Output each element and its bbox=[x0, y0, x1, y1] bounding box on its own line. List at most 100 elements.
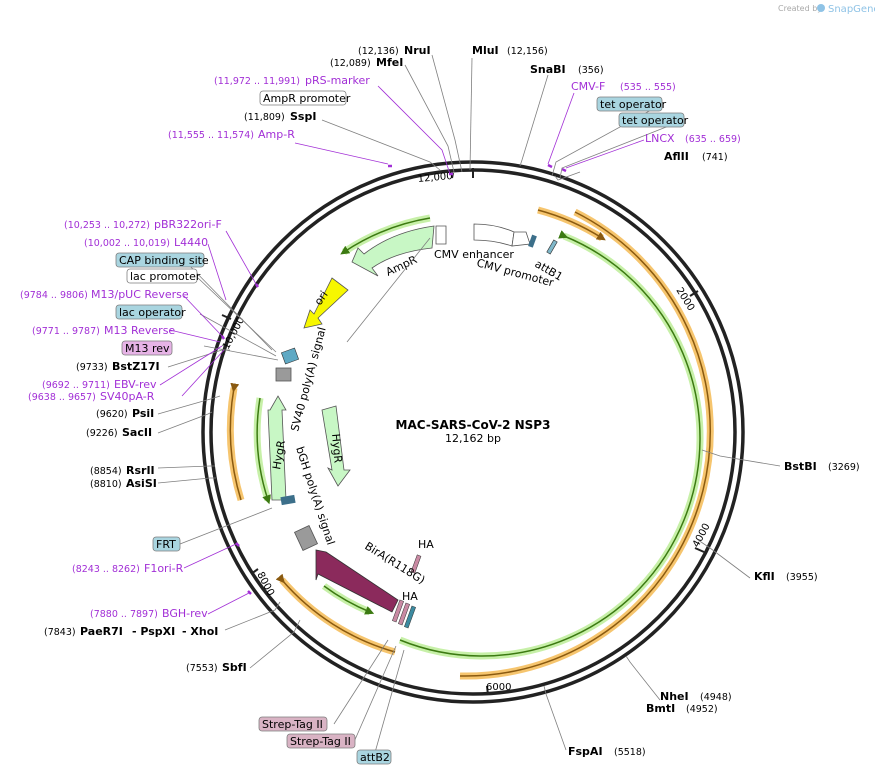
snapgene-brand: SnapGene bbox=[828, 4, 875, 15]
primer-pbr322ori-f: pBR322ori-F bbox=[154, 218, 222, 231]
ha-block-2 bbox=[398, 602, 410, 626]
ampr-promoter-block bbox=[435, 225, 447, 245]
enzyme-pos-bstbi: (3269) bbox=[828, 462, 860, 473]
cmv-enhancer-block bbox=[473, 223, 515, 247]
enzyme-nrui: NruI bbox=[404, 44, 431, 57]
enzyme-xhoi: - XhoI bbox=[182, 625, 218, 638]
snapgene-logo-icon bbox=[817, 4, 825, 12]
box-attb2: attB2 bbox=[360, 751, 390, 764]
created-by-label: Created by bbox=[778, 4, 822, 13]
enzyme-pos-nhei: (4948) bbox=[700, 692, 732, 703]
primer-pos-amp-r: (11,555 .. 11,574) bbox=[168, 130, 254, 141]
ha-block-3 bbox=[410, 554, 422, 574]
enzyme-bmti: BmtI bbox=[646, 702, 675, 715]
enzyme-kfli: KflI bbox=[754, 570, 775, 583]
box-cap-binding-site: CAP binding site bbox=[119, 254, 209, 267]
enzyme-nhei: NheI bbox=[660, 690, 689, 703]
enzyme-pspxi: - PspXI bbox=[132, 625, 175, 638]
enzyme-sbfi: SbfI bbox=[222, 661, 247, 674]
box-strep-tag-2: Strep-Tag II bbox=[290, 735, 351, 748]
ha-block-1 bbox=[392, 599, 404, 623]
enzyme-snabi: SnaBI bbox=[530, 63, 566, 76]
enzyme-psii: PsiI bbox=[132, 407, 154, 420]
primer-pos-f1ori-r: (8243 .. 8262) bbox=[72, 564, 140, 575]
orf-arcs bbox=[226, 206, 714, 680]
enzyme-pos-kfli: (3955) bbox=[786, 572, 818, 583]
box-frt: FRT bbox=[156, 538, 176, 551]
bgh-block bbox=[293, 525, 319, 551]
primer-pos-bgh-rev: (7880 .. 7897) bbox=[90, 609, 158, 620]
box-strep-tag-1: Strep-Tag II bbox=[262, 718, 323, 731]
primer-m13-reverse: M13 Reverse bbox=[104, 324, 175, 337]
feature-hygr-1: HygR bbox=[270, 439, 288, 471]
enzyme-sspi: SspI bbox=[290, 110, 316, 123]
enzyme-pos-psii: (9620) bbox=[96, 409, 128, 420]
enzyme-asisi: AsiSI bbox=[126, 477, 157, 490]
enzyme-mlui: MluI bbox=[472, 44, 499, 57]
enzyme-paer7i: PaeR7I bbox=[80, 625, 123, 638]
feature-ha-1: HA bbox=[418, 538, 434, 551]
enzyme-pos-snabi: (356) bbox=[578, 65, 604, 76]
enzyme-sacii: SacII bbox=[122, 426, 152, 439]
primer-pos-prs-marker: (11,972 .. 11,991) bbox=[214, 76, 300, 87]
attb2-block bbox=[404, 605, 416, 629]
feature-ha-2: HA bbox=[402, 590, 418, 603]
enzyme-pos-aflii: (741) bbox=[702, 152, 728, 163]
feature-cmv-enhancer: CMV enhancer bbox=[434, 248, 514, 261]
feature-hygr-2: HygR bbox=[329, 433, 345, 464]
bira-arrow bbox=[315, 549, 399, 613]
enzyme-pos-sacii: (9226) bbox=[86, 428, 118, 439]
enzyme-pos-fspai: (5518) bbox=[614, 747, 646, 758]
attb1-block bbox=[528, 234, 537, 248]
enzyme-pos-sbfi: (7553) bbox=[186, 663, 218, 674]
enzyme-pos-mlui: (12,156) bbox=[507, 46, 548, 57]
enzyme-mfei: MfeI bbox=[376, 56, 403, 69]
ampr-arrow bbox=[351, 225, 435, 277]
enzyme-pos-nrui: (12,136) bbox=[358, 46, 399, 57]
tick-marks bbox=[221, 168, 705, 696]
enzyme-bstz17i: BstZ17I bbox=[112, 360, 160, 373]
primer-m13puc-reverse: M13/pUC Reverse bbox=[91, 288, 189, 301]
primer-l4440: L4440 bbox=[174, 236, 208, 249]
ori-arrow bbox=[303, 277, 349, 329]
inner-feature-shapes bbox=[267, 223, 558, 629]
enzyme-pos-bstz17i: (9733) bbox=[76, 362, 108, 373]
hygr-arrow-right bbox=[321, 405, 351, 487]
enzyme-pos-mfei: (12,089) bbox=[330, 58, 371, 69]
enzyme-rsrii: RsrII bbox=[126, 464, 155, 477]
primer-pos-lncx: (635 .. 659) bbox=[685, 134, 741, 145]
plasmid-size: 12,162 bp bbox=[445, 432, 501, 445]
boxed-feature-labels: AmpR promoter tet operator tet operator … bbox=[115, 90, 689, 765]
enzyme-pos-sspi: (11,809) bbox=[244, 112, 285, 123]
primer-pos-pbr322ori-f: (10,253 .. 10,272) bbox=[64, 220, 150, 231]
primer-labels: (11,972 .. 11,991) pRS-marker (11,555 ..… bbox=[20, 74, 741, 620]
primer-sv40pa-r: SV40pA-R bbox=[100, 390, 155, 403]
primer-ebv-rev: EBV-rev bbox=[114, 378, 157, 391]
box-tet-operator-2: tet operator bbox=[622, 114, 689, 127]
primer-lncx: LNCX bbox=[645, 132, 675, 145]
enzyme-bstbi: BstBI bbox=[784, 460, 817, 473]
primer-pos-l4440: (10,002 .. 10,019) bbox=[84, 238, 170, 249]
box-lac-operator: lac operator bbox=[119, 306, 186, 319]
tick-12000: 12,000 bbox=[417, 171, 453, 185]
primer-pos-m13-reverse: (9771 .. 9787) bbox=[32, 326, 100, 337]
enzyme-fspai: FspAI bbox=[568, 745, 603, 758]
primer-amp-r: Amp-R bbox=[258, 128, 295, 141]
primer-f1ori-r: F1ori-R bbox=[144, 562, 184, 575]
lac-block bbox=[280, 347, 300, 365]
primer-pos-cmv-f: (535 .. 555) bbox=[620, 82, 676, 93]
primer-bgh-rev: BGH-rev bbox=[162, 607, 208, 620]
hygr-arrow-left bbox=[267, 395, 287, 501]
enzyme-pos-asisi: (8810) bbox=[90, 479, 122, 490]
enzyme-pos-bmti: (4952) bbox=[686, 704, 718, 715]
feature-sv40pa: SV40 poly(A) signal bbox=[288, 326, 328, 433]
box-lac-promoter: lac promoter bbox=[130, 270, 201, 283]
enzyme-pos-paer7i: (7843) bbox=[44, 627, 76, 638]
box-m13-rev: M13 rev bbox=[125, 342, 170, 355]
sv40pa-block bbox=[275, 367, 292, 382]
enzyme-labels: (12,136) NruI MluI (12,156) (12,089) Mfe… bbox=[44, 44, 860, 758]
plasmid-name: MAC-SARS-CoV-2 NSP3 bbox=[396, 418, 551, 432]
primer-pos-ebv-rev: (9692 .. 9711) bbox=[42, 380, 110, 391]
tick-6000: 6000 bbox=[486, 682, 511, 693]
